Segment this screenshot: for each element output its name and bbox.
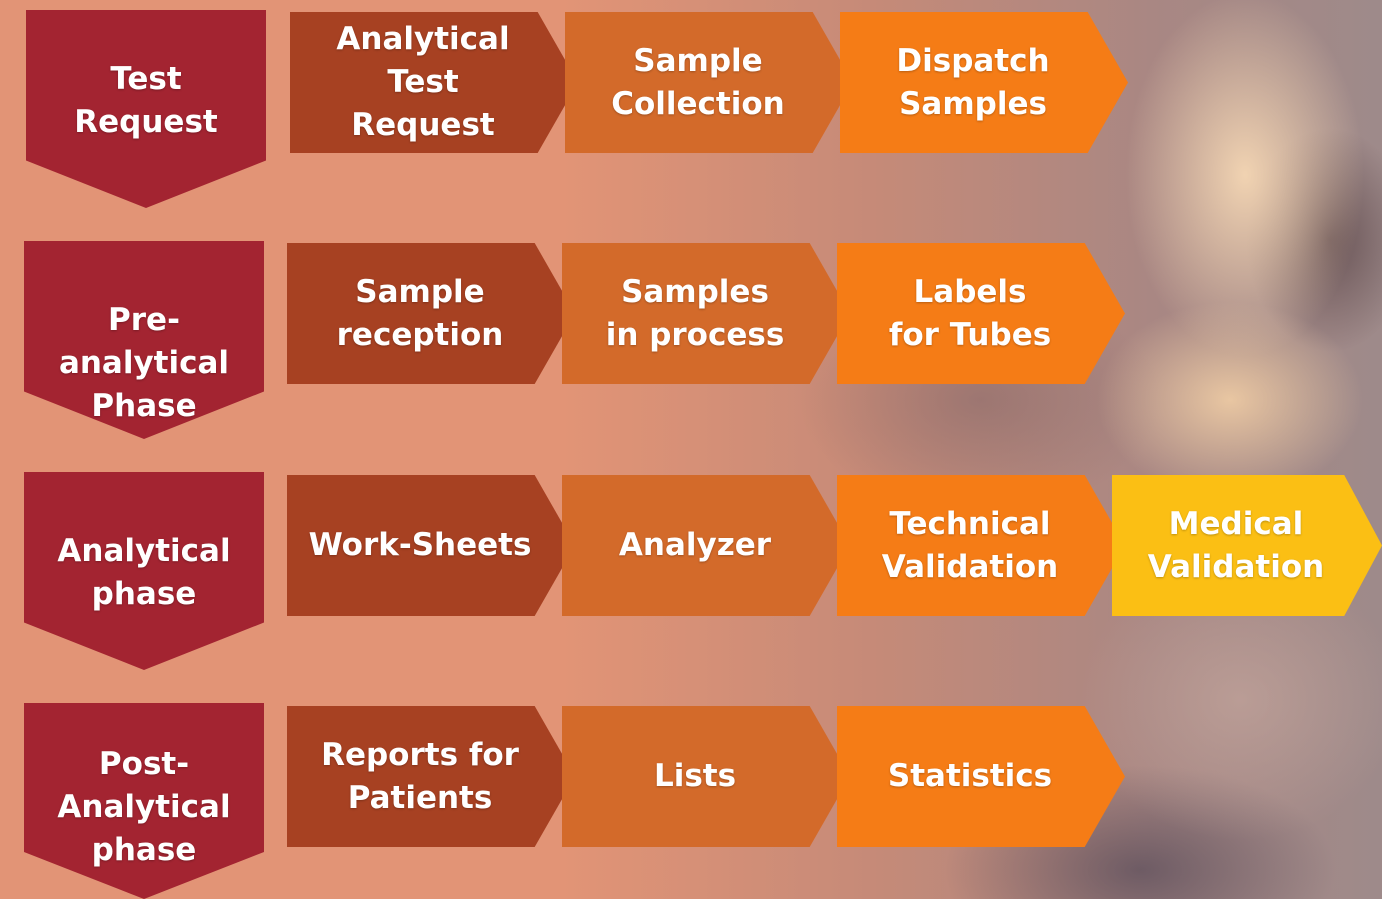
- step-label: Lists: [653, 758, 737, 794]
- phase-pre-analytical: Pre-analytical Phase: [24, 241, 264, 439]
- step-work-sheets: Work-Sheets: [287, 475, 575, 616]
- step-label: Medical Validation: [1147, 505, 1325, 585]
- step-label: Reports for Patients: [321, 736, 519, 816]
- step-label: Sample Collection: [611, 42, 785, 122]
- step-medical-validation: Medical Validation: [1112, 475, 1382, 616]
- step-dispatch-samples: Dispatch Samples: [840, 12, 1128, 153]
- step-statistics: Statistics: [837, 706, 1125, 847]
- step-lists: Lists: [562, 706, 850, 847]
- step-label: Sample reception: [336, 273, 504, 353]
- step-technical-validation: Technical Validation: [837, 475, 1125, 616]
- step-analytical-test-request: Analytical Test Request: [290, 12, 578, 153]
- step-sample-collection: Sample Collection: [565, 12, 853, 153]
- step-samples-in-process: Samples in process: [562, 243, 850, 384]
- step-label: Samples in process: [605, 273, 785, 353]
- step-label: Analyzer: [618, 527, 772, 563]
- phase-post-analytical: Post-Analytical phase: [24, 703, 264, 899]
- step-reports-for-patients: Reports for Patients: [287, 706, 575, 847]
- step-label: Work-Sheets: [308, 527, 532, 563]
- phase-label: Post-Analytical phase: [57, 746, 231, 868]
- step-analyzer: Analyzer: [562, 475, 850, 616]
- step-label: Statistics: [887, 758, 1053, 794]
- step-label: Analytical Test Request: [336, 21, 510, 143]
- step-labels-for-tubes: Labels for Tubes: [837, 243, 1125, 384]
- phase-test-request: Test Request: [26, 10, 266, 208]
- step-label: Dispatch Samples: [896, 42, 1050, 122]
- phase-analytical: Analytical phase: [24, 472, 264, 670]
- phase-label: Analytical phase: [57, 533, 231, 612]
- phase-label: Test Request: [74, 61, 218, 140]
- phase-label: Pre-analytical Phase: [58, 302, 230, 424]
- step-label: Technical Validation: [881, 505, 1059, 585]
- step-sample-reception: Sample reception: [287, 243, 575, 384]
- step-label: Labels for Tubes: [888, 273, 1052, 353]
